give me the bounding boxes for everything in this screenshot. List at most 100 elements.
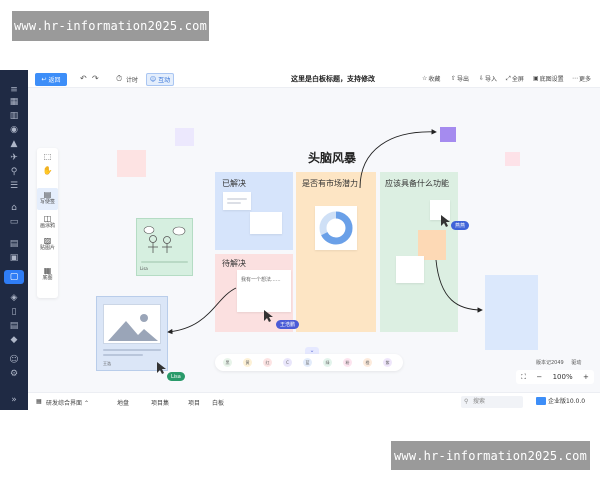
zoom-in-button[interactable]: + xyxy=(582,373,589,381)
template-tool[interactable]: ▦ 底图 xyxy=(37,266,58,281)
search-icon[interactable]: ⚲ xyxy=(10,167,18,177)
column-features[interactable]: 应该具备什么功能 xyxy=(380,172,458,332)
swatch-5[interactable]: 绿 xyxy=(323,358,332,367)
canvas-headline[interactable]: 头脑风暴 xyxy=(308,151,357,165)
fit-screen-icon[interactable]: ⛶ xyxy=(521,372,527,381)
pin-icon[interactable]: ◉ xyxy=(10,125,18,135)
clipboard-icon[interactable]: ▤ xyxy=(9,321,19,331)
users-icon[interactable]: ☺ xyxy=(9,355,19,365)
diamond-icon[interactable]: ◆ xyxy=(10,335,18,345)
chevron-down-icon: ⌄ xyxy=(309,347,315,354)
draw-tool[interactable]: ◫ 画涂鸦 xyxy=(37,214,58,229)
note-card[interactable] xyxy=(250,212,282,234)
column-title: 已解决 xyxy=(222,179,246,188)
swatch-6[interactable]: 粉 xyxy=(343,358,352,367)
more-button[interactable]: ⋯更多 xyxy=(572,74,591,83)
bottom-bar: ▦ 研发综合界面 ⌃ 地盘 项目集 项目 白板 ⚲ 搜索 企业版10.0.0 xyxy=(28,392,600,410)
settings-icon[interactable]: ⚙ xyxy=(9,369,19,379)
nav-program[interactable]: 项目集 xyxy=(151,400,170,407)
swatch-2[interactable]: 红 xyxy=(263,358,272,367)
swatch-1[interactable]: 黄 xyxy=(243,358,252,367)
swatch-7[interactable]: 橙 xyxy=(363,358,372,367)
sticky-square-lavender[interactable] xyxy=(175,128,194,146)
user-tag-label: 王浩鹏 xyxy=(280,322,296,328)
board-title[interactable]: 这里是白板标题，支持修改 xyxy=(291,75,375,83)
collapse-sidebar-icon[interactable]: » xyxy=(11,395,17,405)
placeholder-line xyxy=(103,349,161,351)
nav-whiteboard[interactable]: 白板 xyxy=(212,400,225,407)
tag-icon[interactable]: ◈ xyxy=(10,293,18,303)
note-card[interactable] xyxy=(223,192,251,210)
interact-icon: ☺ xyxy=(149,76,157,83)
fullscreen-icon: ⤢ xyxy=(506,74,511,82)
illustration-card[interactable]: Lisa xyxy=(136,218,193,276)
flask-icon[interactable]: ▲ xyxy=(10,139,18,149)
edition-logo-icon xyxy=(536,396,546,405)
favorite-button[interactable]: ☆收藏 xyxy=(422,74,440,83)
board-settings-button[interactable]: ▣底图设置 xyxy=(533,74,564,83)
menu-icon[interactable]: ≡ xyxy=(10,85,18,95)
book-icon[interactable]: ▤ xyxy=(9,239,19,249)
swatch-3[interactable]: C xyxy=(283,358,292,367)
redo-icon[interactable]: ↷ xyxy=(92,74,99,83)
chart-card[interactable] xyxy=(315,206,357,250)
placeholder-line xyxy=(141,261,188,263)
swatch-label: 粉 xyxy=(345,359,350,365)
cursor-icon xyxy=(157,362,166,374)
grid-icon[interactable]: ▦ xyxy=(9,97,19,107)
sticky-square-pink[interactable] xyxy=(117,150,146,177)
sticky-square-purple[interactable] xyxy=(440,127,456,142)
fullscreen-button[interactable]: ⤢全屏 xyxy=(506,74,524,84)
back-button[interactable]: ↩ 返回 xyxy=(35,73,67,86)
list-icon[interactable]: ☰ xyxy=(9,181,19,191)
column-market-potential[interactable]: 是否有市场潜力 xyxy=(296,172,376,332)
search-input[interactable]: ⚲ 搜索 xyxy=(461,396,523,408)
hand-tool[interactable]: ✋ xyxy=(37,166,58,175)
select-tool[interactable]: ⬚ xyxy=(37,152,58,161)
home-icon[interactable]: ⌂ xyxy=(11,203,17,213)
swatch-label: 黑 xyxy=(225,359,230,365)
palette-collapse-button[interactable]: ⌄ xyxy=(305,347,319,354)
version-info[interactable]: 版本记2049 驱动 xyxy=(536,359,581,366)
sticky-square-rose[interactable] xyxy=(505,152,520,166)
swatch-label: 橙 xyxy=(365,359,370,365)
board-settings-icon: ▣ xyxy=(533,75,539,82)
swatch-8[interactable]: 紫 xyxy=(383,358,392,367)
swatch-0[interactable]: 黑 xyxy=(223,358,232,367)
idea-note[interactable]: 我有一个想法...... xyxy=(237,270,291,312)
export-button[interactable]: ⇧导出 xyxy=(451,74,469,83)
edition-badge[interactable]: 企业版10.0.0 xyxy=(536,396,585,405)
timer-label[interactable]: 计时 xyxy=(126,77,139,84)
feature-note[interactable] xyxy=(396,256,424,283)
workspace-switcher[interactable]: 研发综合界面 ⌃ xyxy=(46,398,89,407)
sticky-note-tool[interactable]: ▤ 写便签 xyxy=(37,188,58,210)
user-tag-label: Lisa xyxy=(171,373,181,380)
select-icon: ⬚ xyxy=(43,152,52,161)
column-title: 应该具备什么功能 xyxy=(385,179,449,188)
zoom-out-button[interactable]: − xyxy=(536,373,543,381)
feature-note[interactable] xyxy=(430,200,450,220)
sticky-rect-blue[interactable] xyxy=(485,275,538,350)
image-card[interactable]: 王浩 xyxy=(96,296,168,371)
box-icon[interactable]: ▣ xyxy=(9,253,19,263)
nav-dashboard[interactable]: 地盘 xyxy=(117,400,130,407)
cursor-icon xyxy=(264,310,273,322)
undo-icon[interactable]: ↶ xyxy=(80,74,87,83)
swatch-4[interactable]: 蓝 xyxy=(303,358,312,367)
timer-icon[interactable]: ⏱ xyxy=(116,74,123,83)
image-tool[interactable]: ▨ 贴图片 xyxy=(37,236,58,251)
document-icon[interactable]: ▯ xyxy=(11,307,17,317)
interact-button[interactable]: ☺ 互动 xyxy=(146,73,174,86)
feature-note-orange[interactable] xyxy=(418,230,446,260)
column-resolved[interactable]: 已解决 xyxy=(215,172,293,250)
import-button[interactable]: ⇩导入 xyxy=(479,74,497,83)
version-label: 版本记2049 xyxy=(536,360,564,366)
chart-icon[interactable]: ▥ xyxy=(9,111,19,121)
rocket-icon[interactable]: ✈ xyxy=(10,153,18,163)
watermark-bottom: www.hr-information2025.com xyxy=(391,441,590,470)
placeholder-line xyxy=(227,198,247,200)
draw-label: 画涂鸦 xyxy=(39,223,55,229)
nav-project[interactable]: 项目 xyxy=(188,400,201,407)
whiteboard-icon[interactable]: ▢ xyxy=(4,270,24,284)
folder-icon[interactable]: ▭ xyxy=(9,217,19,227)
